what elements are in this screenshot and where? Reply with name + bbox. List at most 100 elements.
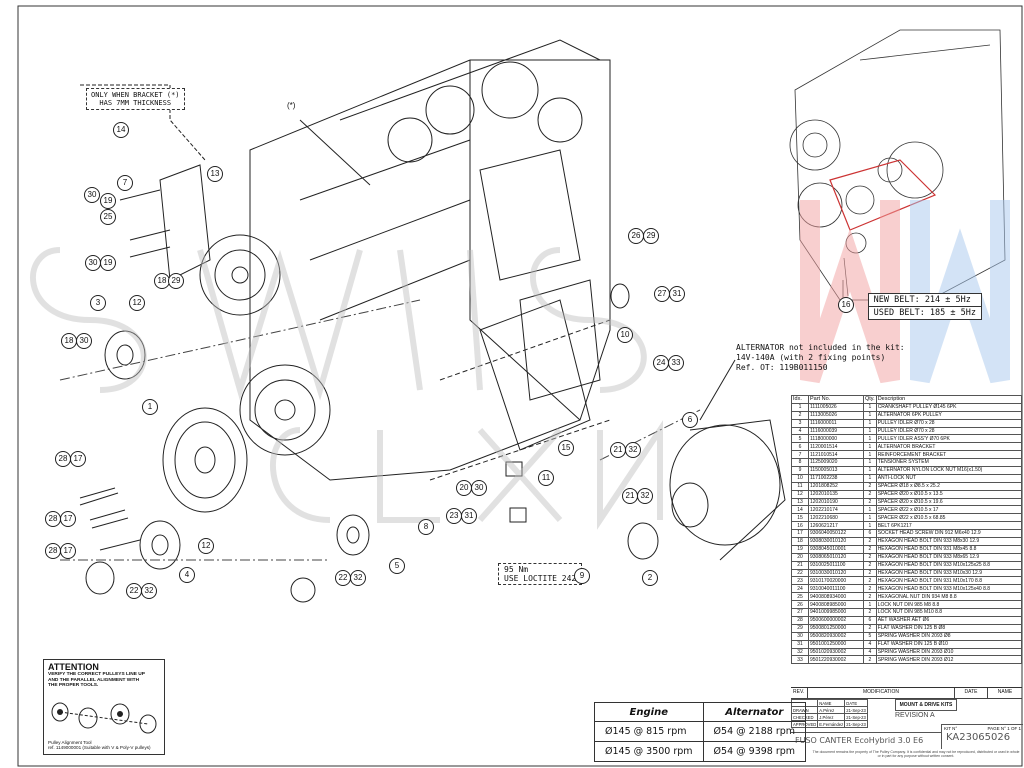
kit-number-label: KIT N°	[944, 726, 958, 731]
part-description: PULLEY IDLER ASS'Y Ø70 6PK	[875, 434, 1023, 444]
bracket-thickness-note: ONLY WHEN BRACKET (*) HAS 7MM THICKNESS	[86, 88, 185, 110]
part-qty: 2	[863, 584, 877, 594]
part-idx: 9	[791, 466, 809, 475]
part-idx: 15	[791, 513, 809, 523]
part-description: LOCK NUT DIN 985 M8 8.8	[875, 600, 1023, 610]
part-qty: 2	[863, 592, 877, 602]
part-description: BELT 6PK1217	[875, 521, 1023, 531]
part-idx: 24	[791, 584, 809, 594]
callout-28: 28	[55, 451, 71, 467]
part-qty: 1	[863, 513, 877, 523]
part-qty: 1	[863, 600, 877, 610]
callout-6: 6	[682, 412, 698, 428]
part-description: HEXAGON HEAD BOLT DIN 931 M8x45 8.8	[875, 544, 1023, 554]
part-qty: 1	[863, 434, 877, 444]
bracket-note-line-2: HAS 7MM THICKNESS	[99, 99, 172, 107]
date-label: DATE	[955, 688, 988, 698]
part-idx: 13	[791, 497, 809, 507]
part-description: HEXAGON HEAD BOLT DIN 933 M8x65 12.9	[875, 552, 1023, 562]
part-idx: 28	[791, 615, 809, 625]
part-qty: 2	[863, 608, 877, 617]
callout-25: 25	[100, 209, 116, 225]
part-idx: 22	[791, 568, 809, 578]
engine-header: Engine	[594, 702, 704, 722]
part-description: SOCKET HEAD SCREW DIN 912 M6x40 12.9	[875, 529, 1023, 539]
part-description: HEXAGON HEAD BOLT DIN 933 M10x125x40 8.8	[875, 584, 1023, 594]
callout-32: 32	[350, 570, 366, 586]
part-number: 9401009985000	[808, 608, 864, 617]
part-description: FLAT WASHER DIN 125 B Ø10	[875, 639, 1023, 649]
callout-21: 21	[622, 488, 638, 504]
alternator-note-line-2: 14V-140A (with 2 fixing points)	[736, 353, 886, 362]
callout-4: 4	[179, 567, 195, 583]
callout-31: 31	[669, 286, 685, 302]
part-description: SPACER Ø18 x Ø8.5 x 25.2	[875, 481, 1023, 491]
part-qty: 1	[863, 418, 877, 428]
part-idx: 32	[791, 647, 809, 657]
rpm-table: Engine Alternator Ø145 @ 815 rpm Ø54 @ 2…	[594, 702, 807, 762]
part-qty: 6	[863, 529, 877, 539]
part-description: HEXAGONAL NUT DIN 934 M8 8.8	[875, 592, 1023, 602]
part-idx: 31	[791, 639, 809, 649]
alignment-tool-name: Pulley Alignment Tool	[48, 740, 92, 745]
kit-number: KA23065026	[946, 732, 1011, 743]
part-number: 9310025011100	[808, 560, 864, 570]
callout-20: 20	[456, 480, 472, 496]
part-qty: 2	[863, 537, 877, 546]
copyright-notice: The document remains the property of The…	[812, 750, 1020, 758]
part-idx: 19	[791, 544, 809, 554]
col-description: Description	[875, 395, 1023, 404]
part-qty: 6	[863, 615, 877, 625]
callout-12: 12	[198, 538, 214, 554]
callout-2: 2	[642, 570, 658, 586]
vehicle-model-title: FUSO CANTER EcoHybrid 3.0 E6	[791, 732, 941, 748]
callout-1: 1	[142, 399, 158, 415]
part-description: SPACER Ø22 x Ø10.5 x 17	[875, 505, 1023, 515]
part-number: 1120001514	[808, 442, 864, 452]
rpm-row-idle: Ø145 @ 815 rpm Ø54 @ 2188 rpm	[594, 721, 807, 742]
part-qty: 2	[863, 497, 877, 507]
part-number: 9500600000002	[808, 615, 864, 625]
callout-16: 16	[838, 297, 854, 313]
part-idx: 14	[791, 505, 809, 515]
part-idx: 2	[791, 410, 809, 420]
part-idx: 30	[791, 631, 809, 641]
part-number: 9308030010120	[808, 537, 864, 546]
callout-31: 31	[461, 508, 477, 524]
part-number: 9400808985000	[808, 600, 864, 610]
callout-17: 17	[60, 511, 76, 527]
part-description: HEXAGON HEAD BOLT DIN 933 M8x30 12.9	[875, 537, 1023, 546]
alternator-note-line-3: Ref. OT: 119B011150	[736, 363, 828, 372]
part-qty: 1	[863, 458, 877, 468]
loctite-instruction: USE LOCTITE 242	[504, 574, 577, 583]
part-number: 1260621217	[808, 521, 864, 531]
engine-rpm-max: Ø145 @ 3500 rpm	[594, 741, 704, 762]
alignment-tool-illustration	[51, 702, 157, 734]
callout-3: 3	[90, 295, 106, 311]
callout-22: 22	[126, 583, 142, 599]
part-qty: 2	[863, 576, 877, 586]
part-idx: 16	[791, 521, 809, 531]
callout-23: 23	[446, 508, 462, 524]
part-number: 1202010190	[808, 497, 864, 507]
part-qty: 1	[863, 473, 877, 483]
callout-19: 19	[100, 193, 116, 209]
part-qty: 1	[863, 410, 877, 420]
alignment-tool-caption: Pulley Alignment Tool ref. 1149000001 (S…	[48, 740, 151, 750]
callout-27: 27	[654, 286, 670, 302]
part-qty: 1	[863, 442, 877, 452]
